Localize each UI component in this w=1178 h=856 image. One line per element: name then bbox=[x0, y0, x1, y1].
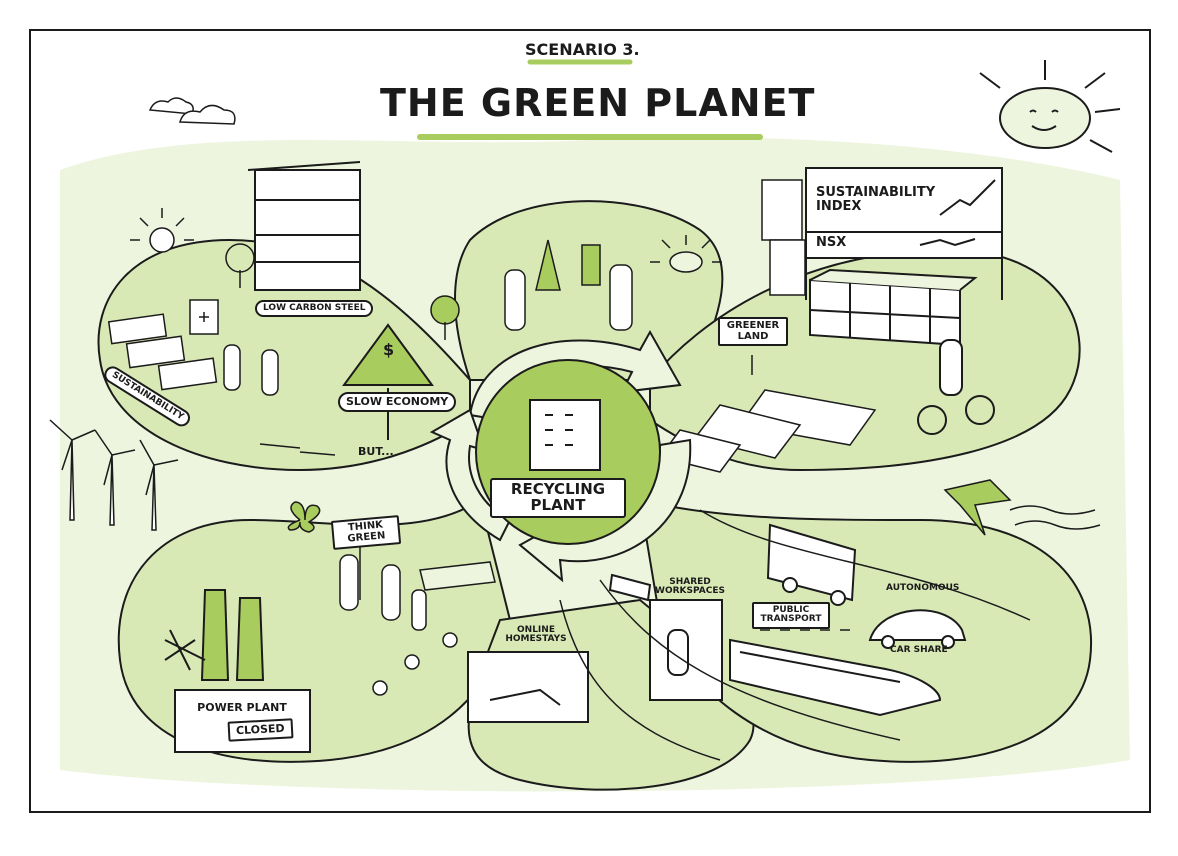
small-sun-icon bbox=[130, 208, 194, 253]
but-label: BUT... bbox=[358, 445, 394, 458]
office-building-icon bbox=[247, 161, 361, 291]
dollar-sign: $ bbox=[383, 340, 395, 359]
road-lines bbox=[559, 509, 1031, 761]
people-left bbox=[223, 344, 279, 396]
leaf-top-center bbox=[454, 200, 724, 381]
city-buildings-right bbox=[761, 179, 806, 296]
tree-icon bbox=[225, 243, 255, 288]
sun-icon bbox=[979, 60, 1121, 153]
closed-label: CLOSED bbox=[227, 718, 294, 742]
scenario-label: SCENARIO 3. bbox=[525, 40, 640, 59]
car-share-label: CAR SHARE bbox=[890, 645, 948, 655]
nsx-label: NSX bbox=[816, 235, 847, 250]
wind-turbines bbox=[49, 419, 179, 531]
train-icon bbox=[608, 573, 942, 717]
people-handing-gift bbox=[504, 239, 633, 331]
workspace-frame bbox=[649, 599, 723, 701]
recycling-plant-label: RECYCLING PLANT bbox=[490, 478, 626, 518]
center-sun-icon bbox=[650, 235, 722, 273]
power-plant-label: POWER PLANT bbox=[197, 701, 287, 714]
low-carbon-steel-label: LOW CARBON STEEL bbox=[255, 300, 374, 318]
frame bbox=[29, 29, 1151, 813]
flowers bbox=[372, 632, 458, 696]
bus-icon bbox=[766, 523, 857, 606]
battery-icon bbox=[189, 299, 219, 335]
cyclist-icon bbox=[917, 339, 995, 435]
tree-icon-2 bbox=[430, 295, 460, 340]
online-homestays-label: ONLINE HOMESTAYS bbox=[505, 625, 567, 645]
dollar-trail bbox=[259, 443, 336, 456]
solar-panels-left bbox=[107, 313, 218, 391]
autonomous-label: AUTONOMOUS bbox=[886, 583, 960, 593]
sustainability-board bbox=[805, 167, 1003, 300]
sustainability-index-label: SUSTAINABILITY INDEX bbox=[816, 185, 936, 214]
butterfly-icon bbox=[287, 501, 321, 533]
greener-land-label: GREENER LAND bbox=[718, 317, 788, 346]
cloud-icon bbox=[148, 97, 236, 125]
warehouse-icon bbox=[809, 268, 978, 347]
protest-crowd bbox=[339, 535, 496, 631]
page-title: THE GREEN PLANET bbox=[380, 81, 816, 125]
homestay-frame bbox=[467, 651, 589, 723]
think-green-label: THINK GREEN bbox=[330, 515, 402, 550]
slow-economy-label: SLOW ECONOMY bbox=[338, 392, 457, 412]
shared-workspaces-label: SHARED WORKSPACES bbox=[655, 577, 725, 597]
car-icon bbox=[868, 609, 967, 649]
bird-icon bbox=[943, 479, 1101, 536]
public-transport-label: PUBLIC TRANSPORT bbox=[752, 602, 830, 629]
